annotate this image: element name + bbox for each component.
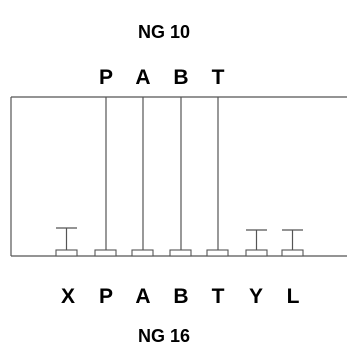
bottom-label-l: L — [287, 285, 300, 308]
stub-x — [56, 227, 77, 250]
bottom-label-t: T — [212, 285, 225, 308]
stub-l — [282, 229, 303, 250]
stub-y — [246, 229, 267, 250]
block-outline — [10, 96, 347, 257]
port-pad-t — [206, 249, 229, 257]
bottom-label-row: X P A B T Y L — [61, 285, 300, 308]
bottom-label-a: A — [135, 285, 150, 308]
port-pad-b — [169, 249, 192, 257]
port-stubs — [56, 227, 303, 250]
top-label-b: B — [173, 66, 188, 89]
bottom-label-x: X — [61, 285, 75, 308]
port-pad-x — [55, 249, 78, 257]
port-pad-l — [281, 249, 304, 257]
port-pad-a — [131, 249, 154, 257]
bottom-label-p: P — [99, 285, 113, 308]
bottom-label-b: B — [173, 285, 188, 308]
bottom-label-y: Y — [249, 285, 263, 308]
port-pad-y — [245, 249, 268, 257]
port-pads — [55, 249, 304, 257]
port-pad-p — [94, 249, 117, 257]
top-title: NG 10 — [138, 22, 190, 42]
top-label-t: T — [212, 66, 225, 89]
top-label-p: P — [99, 66, 113, 89]
bottom-title: NG 16 — [138, 326, 190, 346]
connection-lines — [105, 97, 219, 250]
top-label-row: P A B T — [99, 66, 225, 89]
top-label-a: A — [135, 66, 150, 89]
